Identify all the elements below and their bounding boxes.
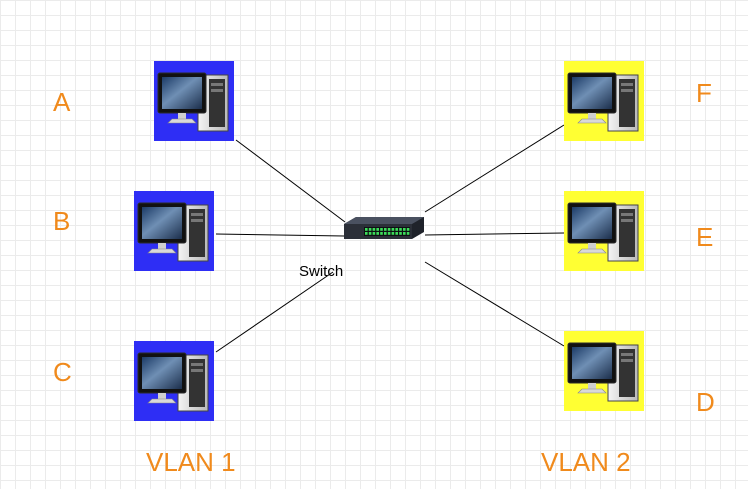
nodes — [134, 61, 644, 421]
computer-icon-e — [564, 191, 644, 271]
node-label-e: E — [696, 222, 714, 252]
link-b — [215, 233, 345, 237]
switch-icon — [344, 217, 424, 239]
link-a — [235, 139, 346, 223]
links — [215, 124, 565, 353]
node-label-f: F — [696, 78, 712, 108]
computer-icon-a — [154, 61, 234, 141]
vlan-2-label: VLAN 2 — [541, 447, 631, 477]
link-f — [424, 124, 565, 213]
computer-icon-b — [134, 191, 214, 271]
link-c — [215, 271, 334, 353]
switch-label: Switch — [299, 263, 344, 280]
computer-icon-c — [134, 341, 214, 421]
node-label-c: C — [53, 357, 72, 387]
link-d — [424, 261, 565, 347]
vlan-1-label: VLAN 1 — [146, 447, 236, 477]
node-label-a: A — [53, 87, 71, 117]
computer-icon-f — [564, 61, 644, 141]
node-label-b: B — [53, 206, 71, 236]
link-e — [424, 232, 565, 236]
computer-icon-d — [564, 331, 644, 411]
node-label-d: D — [696, 387, 715, 417]
